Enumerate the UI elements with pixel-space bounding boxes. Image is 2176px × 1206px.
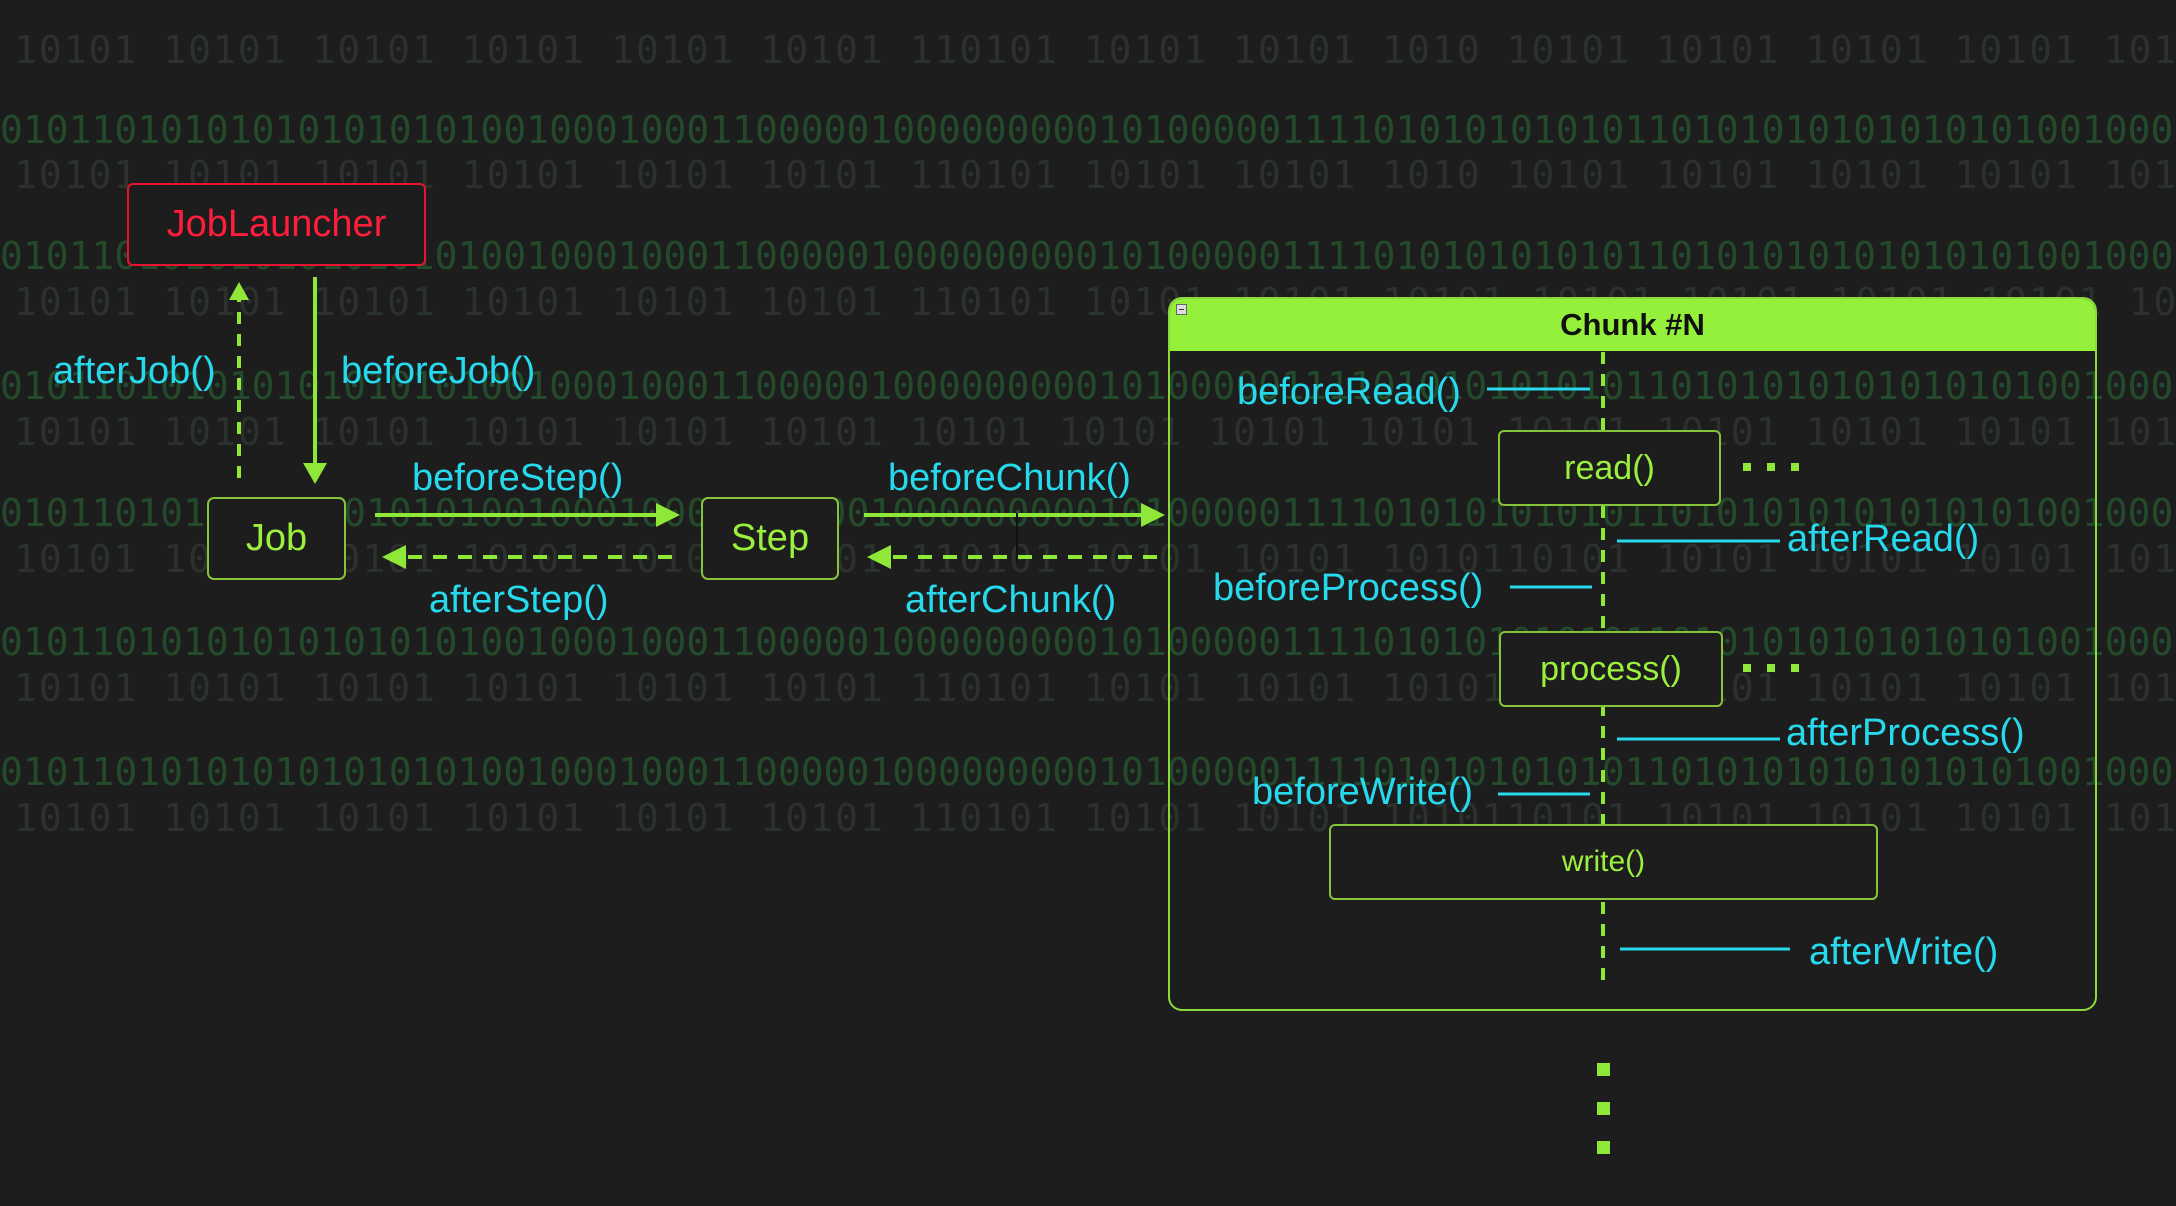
before-read-label: beforeRead() [1237,371,1461,413]
read-node: read() [1498,430,1721,506]
after-process-label: afterProcess() [1786,712,2025,754]
before-chunk-arrowhead [1141,503,1165,527]
before-step-label: beforeStep() [412,457,624,499]
process-ellipsis [1743,664,1799,672]
after-job-arrowhead [229,282,249,300]
after-step-arrowhead [382,545,406,569]
after-read-label: afterRead() [1787,518,1980,560]
collapse-icon[interactable] [1176,304,1187,315]
step-node: Step [701,497,839,580]
before-chunk-label: beforeChunk() [888,457,1131,499]
job-node: Job [207,497,346,580]
continuation-dot-1 [1597,1063,1610,1076]
after-chunk-arrowhead [867,545,891,569]
binary-row: 10101 10101 10101 10101 10101 10101 1101… [14,666,2176,710]
binary-row: 10101 10101 10101 10101 10101 10101 1101… [14,28,2176,72]
after-job-label: afterJob() [53,350,216,392]
binary-row: 0101101010101010101010010001000110000010… [0,364,2174,408]
after-write-label: afterWrite() [1809,931,1999,973]
binary-row: 10101 10101 10101 10101 10101 10101 1010… [14,410,2176,454]
write-node: write() [1329,824,1878,900]
before-process-label: beforeProcess() [1213,567,1484,609]
binary-row: 0101101010101010101010010001000110000010… [0,750,2174,794]
before-job-label: beforeJob() [341,350,536,392]
binary-row: 0101101010101010101010010001000110000010… [0,108,2174,152]
chunk-title: Chunk #N [1560,307,1705,342]
chunk-header: Chunk #N [1170,299,2095,351]
chunk-container: Chunk #N [1168,297,2097,1011]
continuation-dot-3 [1597,1141,1610,1154]
after-chunk-label: afterChunk() [905,579,1117,621]
read-ellipsis [1743,463,1799,471]
after-step-label: afterStep() [429,579,609,621]
process-node: process() [1499,631,1723,707]
continuation-dot-2 [1597,1102,1610,1115]
binary-row: 0101101010101010101010010001000110000010… [0,620,2174,664]
before-job-arrowhead [303,463,327,484]
before-write-label: beforeWrite() [1252,771,1474,813]
job-launcher-node: JobLauncher [127,183,426,266]
before-step-arrowhead [656,503,680,527]
